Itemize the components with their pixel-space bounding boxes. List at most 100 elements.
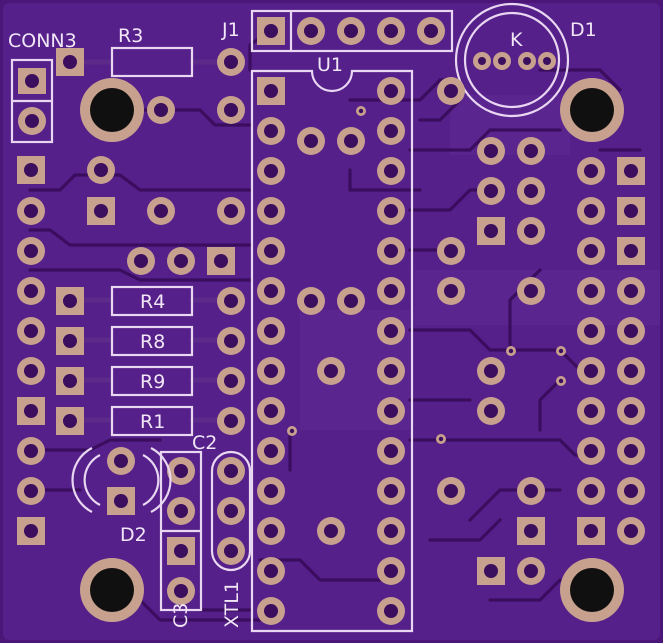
u1-pin-drill <box>264 404 278 418</box>
r8-label: R8 <box>140 331 165 353</box>
through-hole-pad-drill <box>584 444 598 458</box>
u1-pin-drill <box>384 244 398 258</box>
through-hole-pad-drill <box>524 224 538 238</box>
r1: R1 <box>56 405 245 437</box>
r4-label: R4 <box>140 291 165 313</box>
through-hole-pad-drill <box>24 244 38 258</box>
through-hole-pad-drill <box>304 134 318 148</box>
through-hole-pad-drill <box>624 164 638 178</box>
through-hole-pad-drill <box>524 564 538 578</box>
through-hole-pad-drill <box>624 284 638 298</box>
c2-c3: C2 C3 <box>159 432 217 628</box>
through-hole-pad-drill <box>524 144 538 158</box>
through-hole-pad-drill <box>484 224 498 238</box>
c2-label: C2 <box>192 432 217 454</box>
through-hole-pad-drill <box>214 254 228 268</box>
u1-pin-drill <box>264 484 278 498</box>
u1-pin-drill <box>384 164 398 178</box>
d1-label: D1 <box>570 19 597 41</box>
through-hole-pad-drill <box>624 364 638 378</box>
conn3-label: CONN3 <box>8 30 77 52</box>
through-hole-pad-drill <box>584 204 598 218</box>
u1-pins <box>257 77 405 625</box>
r3: R3 <box>56 25 245 78</box>
j1-label: J1 <box>221 19 240 41</box>
u1-pin-drill <box>384 324 398 338</box>
through-hole-pad-drill <box>24 163 38 177</box>
u1-pin-drill <box>384 404 398 418</box>
through-hole-pad-drill <box>154 103 168 117</box>
u1-pin-drill <box>384 524 398 538</box>
through-hole-pad-drill <box>584 404 598 418</box>
mounting-holes <box>80 78 624 622</box>
conn3: CONN3 <box>8 30 77 144</box>
d1: K D1 <box>454 2 597 118</box>
through-hole-pad-drill <box>584 244 598 258</box>
through-hole-pad-drill <box>444 84 458 98</box>
xtl1-label: XTL1 <box>221 581 243 628</box>
through-hole-pad-drill <box>484 184 498 198</box>
through-hole-pad-drill <box>24 444 38 458</box>
through-hole-pad-drill <box>584 164 598 178</box>
through-hole-pad-drill <box>484 564 498 578</box>
through-hole-pad-drill <box>584 484 598 498</box>
through-hole-pad-drill <box>584 324 598 338</box>
u1-label: U1 <box>317 54 343 76</box>
u1-pin-drill <box>264 164 278 178</box>
through-hole-pad-drill <box>24 284 38 298</box>
u1-pin-drill <box>264 84 278 98</box>
through-hole-pad-drill <box>584 524 598 538</box>
through-hole-pad-drill <box>24 324 38 338</box>
through-hole-pad-drill <box>624 444 638 458</box>
through-hole-pad-drill <box>624 484 638 498</box>
u1-pin-drill <box>384 604 398 618</box>
u1-pin-drill <box>264 444 278 458</box>
through-hole-pad-drill <box>24 364 38 378</box>
xtl1: XTL1 <box>210 450 252 628</box>
through-hole-pad-drill <box>524 524 538 538</box>
vias <box>287 106 566 444</box>
through-hole-pad-drill <box>24 204 38 218</box>
u1-pin-drill <box>264 284 278 298</box>
u1-pin-drill <box>264 364 278 378</box>
through-hole-pad-drill <box>584 284 598 298</box>
u1-pin-drill <box>384 284 398 298</box>
through-hole-pad-drill <box>444 284 458 298</box>
d2: D2 <box>71 447 172 546</box>
through-hole-pad-drill <box>24 484 38 498</box>
through-hole-pad-drill <box>224 103 238 117</box>
through-hole-pad-drill <box>484 404 498 418</box>
through-hole-pad-drill <box>94 204 108 218</box>
through-hole-pad-drill <box>94 163 108 177</box>
through-hole-pad-drill <box>624 524 638 538</box>
r1-label: R1 <box>140 411 165 433</box>
r9-label: R9 <box>140 371 165 393</box>
u1-pin-drill <box>264 244 278 258</box>
through-hole-pad-drill <box>344 134 358 148</box>
r4: R4 <box>56 285 245 317</box>
through-hole-pad-drill <box>444 244 458 258</box>
through-hole-pad-drill <box>224 204 238 218</box>
u1-pin-drill <box>384 124 398 138</box>
u1-pin-drill <box>384 564 398 578</box>
through-hole-pad-drill <box>24 404 38 418</box>
c3-label: C3 <box>170 603 192 628</box>
u1-pin-drill <box>384 84 398 98</box>
u1-pin-drill <box>264 604 278 618</box>
through-hole-pad-drill <box>134 254 148 268</box>
through-hole-pad-drill <box>304 294 318 308</box>
through-hole-pad-drill <box>444 484 458 498</box>
u1: U1 <box>250 54 414 633</box>
u1-pin-drill <box>264 524 278 538</box>
u1-pin-drill <box>264 204 278 218</box>
through-hole-pad-drill <box>344 294 358 308</box>
through-hole-pad-drill <box>24 524 38 538</box>
r3-label: R3 <box>118 25 143 47</box>
u1-pin-drill <box>384 204 398 218</box>
u1-pin-drill <box>384 484 398 498</box>
through-hole-pad-drill <box>154 204 168 218</box>
through-hole-pad-drill <box>324 364 338 378</box>
d2-label: D2 <box>120 524 147 546</box>
through-hole-pad-drill <box>524 284 538 298</box>
